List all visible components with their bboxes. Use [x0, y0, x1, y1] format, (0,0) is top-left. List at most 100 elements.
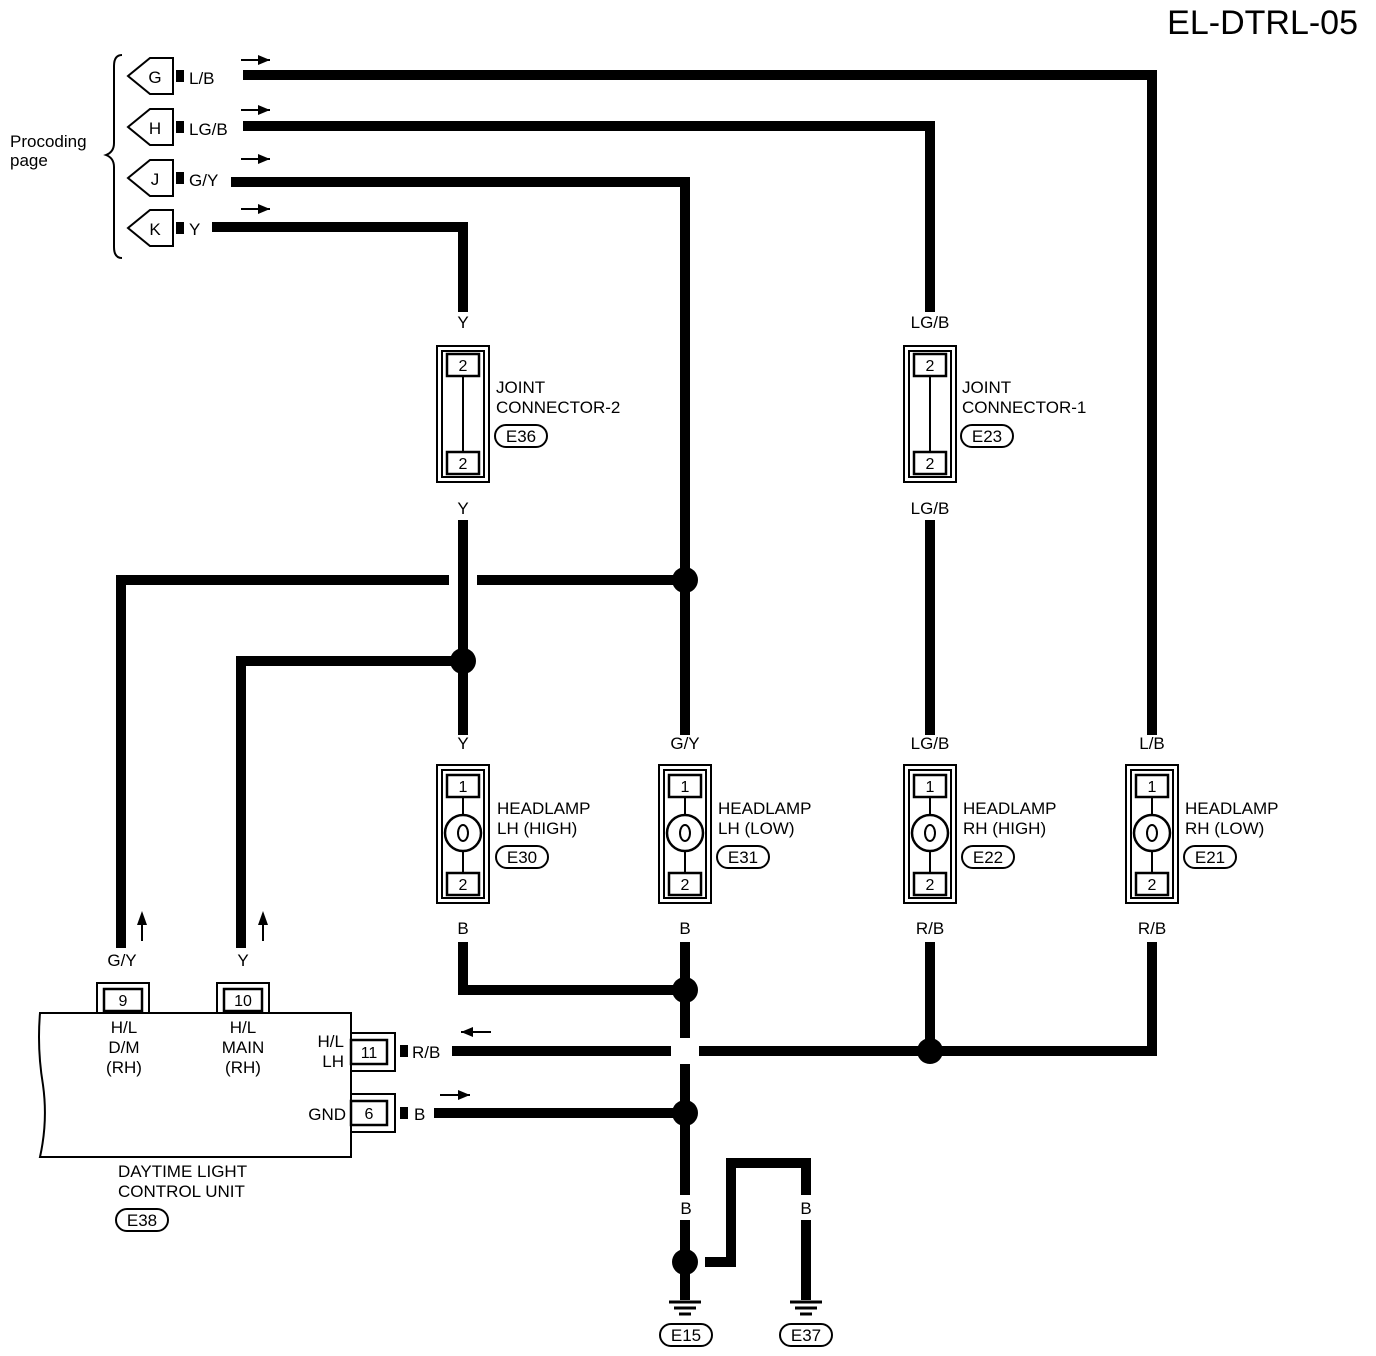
from-page-arrow-icon	[126, 209, 174, 247]
wire-l-b	[243, 70, 1157, 735]
wire-label: L/B	[1139, 734, 1165, 753]
pin-number: 2	[681, 877, 690, 894]
from-page-g: G L/B	[126, 55, 270, 95]
from-page-j: J G/Y	[126, 154, 270, 197]
wire-label: Y	[457, 313, 468, 332]
from-page-wire: G/Y	[189, 171, 218, 190]
terminal-label: (RH)	[106, 1058, 142, 1077]
ground-icon	[669, 1300, 701, 1316]
terminal-label: MAIN	[222, 1038, 265, 1057]
wire-label: B	[680, 1199, 691, 1218]
headlamp-e30: Y 1 2 B HEADLAMP LH (HIGH) E30	[436, 734, 591, 938]
wire-label: LG/B	[911, 734, 950, 753]
component-name: HEADLAMP	[718, 799, 812, 818]
from-page-wire: L/B	[189, 69, 215, 88]
ground-id: E15	[671, 1326, 701, 1345]
from-page-k: K Y	[126, 204, 270, 247]
component-name: HEADLAMP	[963, 799, 1057, 818]
flow-arrow-icon	[241, 154, 270, 164]
preceding-page-label-2: page	[10, 151, 48, 170]
ground-section: B B B E15 E37	[659, 1199, 833, 1347]
daytime-light-control-unit: G/Y 9 H/L D/M (RH) Y 10 H/L MAIN (RH) H/…	[38, 911, 491, 1232]
terminal-label: GND	[308, 1105, 346, 1124]
splice-b-2	[672, 1100, 698, 1126]
arrow-up-icon	[137, 911, 147, 941]
terminal-label: (RH)	[225, 1058, 261, 1077]
wire-label: G/Y	[107, 951, 136, 970]
component-name-2: CONNECTOR-1	[962, 398, 1086, 417]
arrow-right-icon	[440, 1090, 470, 1100]
preceding-page-label: Procoding	[10, 132, 87, 151]
component-name: JOINT	[962, 378, 1011, 397]
terminal-label: LH	[322, 1052, 344, 1071]
component-name: DAYTIME LIGHT	[118, 1162, 247, 1181]
wire-g-y	[231, 177, 690, 735]
joint-connector-e36: Y 2 2 Y JOINT CONNECTOR-2 E36	[436, 313, 620, 518]
pin-number: 6	[365, 1106, 374, 1123]
pin-number: 2	[459, 877, 468, 894]
connector-id: E38	[127, 1211, 157, 1230]
component-name-2: LH (LOW)	[718, 819, 795, 838]
component-name-2: CONNECTOR-2	[496, 398, 620, 417]
preceding-page-group: Procoding page	[10, 54, 123, 259]
pin-number: 2	[926, 456, 935, 473]
ground-icon	[790, 1300, 822, 1316]
diagram-id: EL-DTRL-05	[1167, 4, 1358, 42]
wire-label: Y	[237, 951, 248, 970]
arrow-left-icon	[461, 1027, 491, 1037]
terminal-label: H/L	[318, 1032, 344, 1051]
pin-number: 1	[926, 779, 935, 796]
splice-r-b	[917, 1038, 943, 1064]
wire-label: B	[414, 1105, 425, 1124]
pin-number: 2	[1148, 877, 1157, 894]
headlamp-e21: L/B 1 2 R/B HEADLAMP RH (LOW) E21	[1125, 734, 1279, 938]
joint-connector-e23: LG/B 2 2 LG/B JOINT CONNECTOR-1 E23	[903, 313, 1086, 518]
from-page-letter: G	[148, 68, 161, 87]
pin-number: 2	[926, 877, 935, 894]
connector-id: E36	[506, 427, 536, 446]
wire-label: B	[679, 919, 690, 938]
from-page-wire: LG/B	[189, 120, 228, 139]
wire-y-branch	[236, 656, 463, 948]
wire-label: Y	[457, 499, 468, 518]
component-name: HEADLAMP	[1185, 799, 1279, 818]
pin-number: 9	[119, 993, 128, 1010]
wire-label: B	[725, 1199, 736, 1218]
pin-number: 10	[234, 993, 252, 1010]
flow-arrow-icon	[241, 55, 270, 65]
terminal-label: H/L	[111, 1018, 137, 1037]
wire-b-e30	[458, 942, 685, 995]
terminal-label: D/M	[108, 1038, 139, 1057]
headlamp-e31: G/Y 1 2 B HEADLAMP LH (LOW) E31	[658, 734, 812, 938]
preceding-page-brace	[103, 54, 123, 259]
splices	[450, 567, 943, 1275]
pin-number: 2	[459, 456, 468, 473]
pin-number: 1	[459, 779, 468, 796]
wire-g-y-branch	[116, 575, 449, 948]
wire-label: B	[800, 1199, 811, 1218]
from-page-arrow-icon	[126, 108, 174, 146]
from-page-h: H LG/B	[126, 105, 270, 146]
component-name-2: RH (LOW)	[1185, 819, 1264, 838]
splice-g-y	[672, 567, 698, 593]
pin-number: 2	[926, 358, 935, 375]
ground-id: E37	[791, 1326, 821, 1345]
from-page-letter: K	[149, 220, 161, 239]
wire-r-b-e21	[930, 942, 1157, 1056]
connector-id: E31	[728, 848, 758, 867]
from-page-wire: Y	[189, 220, 200, 239]
component-name: JOINT	[496, 378, 545, 397]
bulb-icon	[1132, 813, 1172, 853]
from-page-arrow-icon	[126, 57, 174, 95]
wire-label: LG/B	[911, 313, 950, 332]
wire-label: G/Y	[670, 734, 699, 753]
arrow-up-icon	[258, 911, 268, 941]
wire-lg-b	[243, 121, 935, 312]
wire-label: R/B	[1138, 919, 1166, 938]
splice-b-3	[672, 1249, 698, 1275]
control-unit-body	[38, 1012, 352, 1158]
connector-id: E30	[507, 848, 537, 867]
flow-arrow-icon	[241, 105, 270, 115]
wire-label: LG/B	[911, 499, 950, 518]
bulb-icon	[665, 813, 705, 853]
